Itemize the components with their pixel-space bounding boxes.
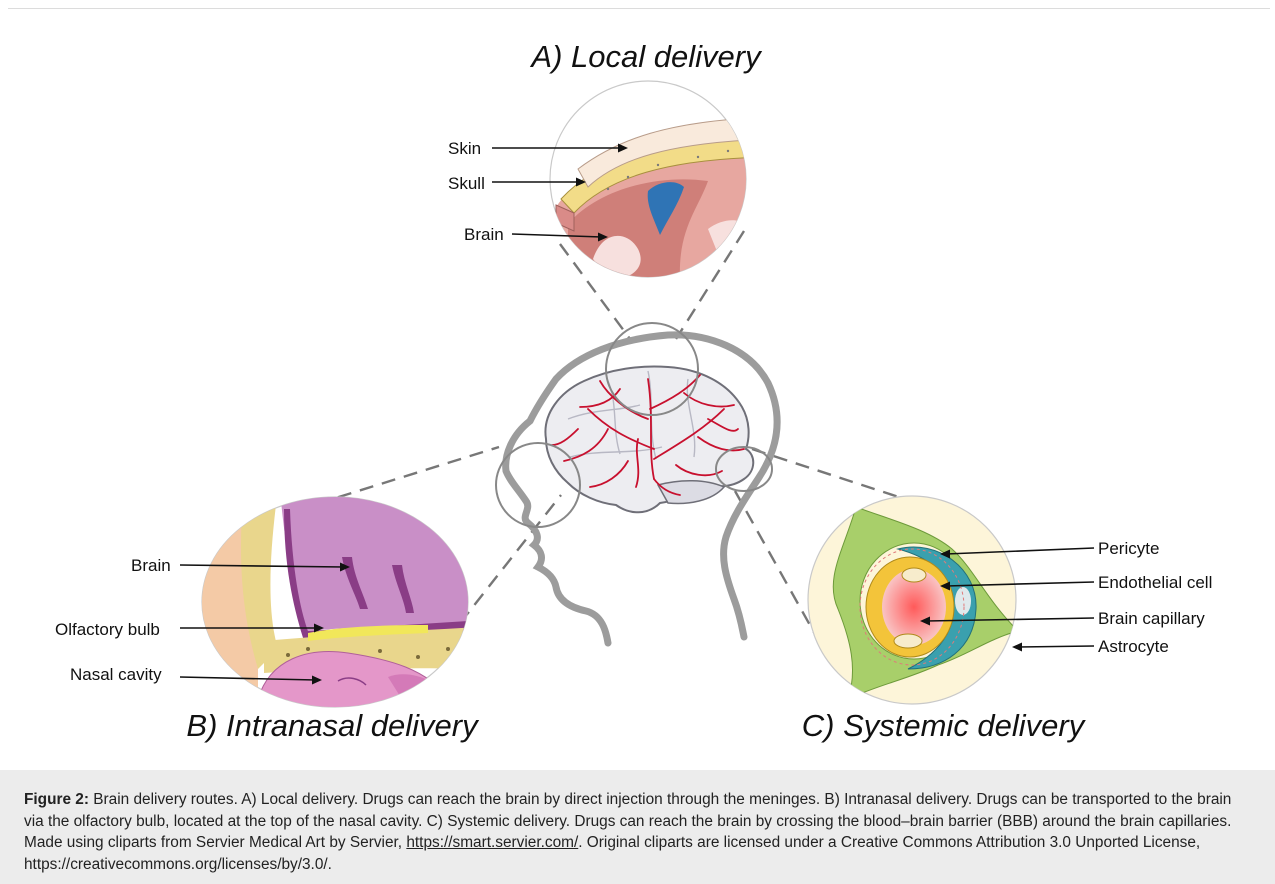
label-brain-capillary: Brain capillary (1098, 609, 1205, 628)
label-skin: Skin (448, 139, 481, 158)
label-pericyte: Pericyte (1098, 539, 1159, 558)
caption-label: Figure 2: (24, 791, 89, 808)
title-systemic-delivery: C) Systemic delivery (802, 708, 1087, 743)
label-nasal-cavity: Nasal cavity (70, 665, 162, 684)
figure-panel: A) Local delivery B) Intranasal delivery… (8, 8, 1270, 771)
figure-caption: Figure 2: Brain delivery routes. A) Loca… (0, 770, 1275, 884)
zoom-circle-nasal (496, 443, 580, 527)
label-astrocyte: Astrocyte (1098, 637, 1169, 656)
delivery-routes-diagram: A) Local delivery B) Intranasal delivery… (8, 9, 1270, 771)
servier-link[interactable]: https://smart.servier.com/ (406, 834, 578, 851)
inset-intranasal-delivery (198, 489, 478, 719)
label-brain-b: Brain (131, 556, 171, 575)
label-brain-a: Brain (464, 225, 504, 244)
inset-systemic-delivery (808, 496, 1018, 704)
brain-illustration (545, 367, 753, 513)
title-local-delivery: A) Local delivery (529, 39, 763, 74)
label-skull: Skull (448, 174, 485, 193)
label-olfactory-bulb: Olfactory bulb (55, 620, 160, 639)
title-intranasal-delivery: B) Intranasal delivery (186, 708, 480, 743)
label-endothelial-cell: Endothelial cell (1098, 573, 1212, 592)
inset-local-delivery (550, 81, 768, 309)
